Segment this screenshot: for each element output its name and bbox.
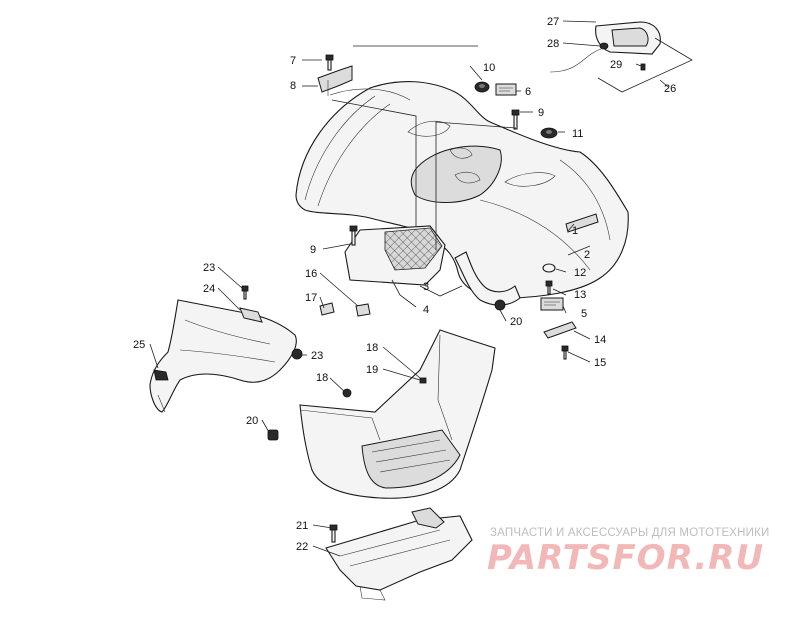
callout-13: 13	[574, 289, 586, 301]
callout-27: 27	[547, 16, 559, 28]
footwell	[299, 329, 496, 499]
callout-1: 1	[572, 225, 578, 237]
nut-20-left	[267, 429, 279, 441]
callout-16: 16	[305, 268, 317, 280]
bracket-8	[317, 65, 353, 96]
callout-20-right: 20	[510, 316, 522, 328]
callout-25: 25	[133, 339, 145, 351]
callouts: 1 2 3 4 5 6 7 8 9 9 10 11 12 13 14 15 16…	[133, 16, 676, 553]
reflector-14	[543, 321, 577, 339]
callout-18-upper: 18	[366, 342, 378, 354]
decal-6	[495, 83, 517, 96]
callout-2: 2	[584, 249, 590, 261]
callout-8: 8	[290, 80, 296, 92]
decal-5	[540, 297, 564, 311]
nut-20-right	[494, 299, 506, 311]
watermark-logo: PARTSFOR.RU	[487, 538, 765, 578]
callout-29: 29	[610, 59, 622, 71]
callout-18-lower: 18	[316, 372, 328, 384]
grommet-11	[540, 127, 558, 139]
storage-box	[344, 225, 446, 286]
footrest	[325, 507, 473, 601]
callout-26: 26	[664, 83, 676, 95]
callout-3: 3	[423, 281, 429, 293]
callout-14: 14	[594, 334, 606, 346]
watermark-tagline: ЗАПЧАСТИ И АКСЕССУАРЫ ДЛЯ МОТОТЕХНИКИ	[490, 527, 770, 539]
bolt-7	[325, 54, 334, 71]
callout-5: 5	[581, 308, 587, 320]
taillight	[549, 21, 661, 73]
callout-21: 21	[296, 520, 308, 532]
callout-9-lower: 9	[310, 244, 316, 256]
callout-28: 28	[547, 38, 559, 50]
fender-flap	[454, 251, 521, 306]
callout-20-left: 20	[246, 415, 258, 427]
callout-23-lower: 23	[311, 350, 323, 362]
callout-6: 6	[525, 86, 531, 98]
screw-23-upper	[241, 285, 249, 300]
callout-7: 7	[290, 55, 296, 67]
callout-9-upper: 9	[538, 107, 544, 119]
side-panel	[149, 299, 297, 413]
screw-13	[545, 280, 553, 295]
callout-12: 12	[574, 267, 586, 279]
washer-12	[542, 263, 556, 273]
callout-4: 4	[423, 304, 429, 316]
screw-15	[561, 345, 569, 360]
clip-16	[355, 303, 371, 317]
bolt-9-lower	[349, 225, 358, 246]
callout-24: 24	[203, 283, 215, 295]
rear-fender	[295, 81, 629, 299]
callout-10: 10	[483, 62, 495, 74]
nut-23-lower	[291, 348, 303, 360]
nut-18-left	[342, 388, 352, 398]
callout-23-upper: 23	[203, 262, 215, 274]
callout-17: 17	[305, 292, 317, 304]
callout-15: 15	[594, 357, 606, 369]
taillight-box-outline	[597, 37, 693, 93]
screw-19	[419, 377, 427, 384]
bolt-9-upper	[511, 109, 520, 130]
grommet-10	[474, 81, 490, 93]
callout-11: 11	[572, 128, 583, 140]
callout-19: 19	[366, 364, 378, 376]
clip-17	[319, 302, 335, 316]
leader-lines	[149, 20, 669, 557]
callout-22: 22	[296, 541, 308, 553]
